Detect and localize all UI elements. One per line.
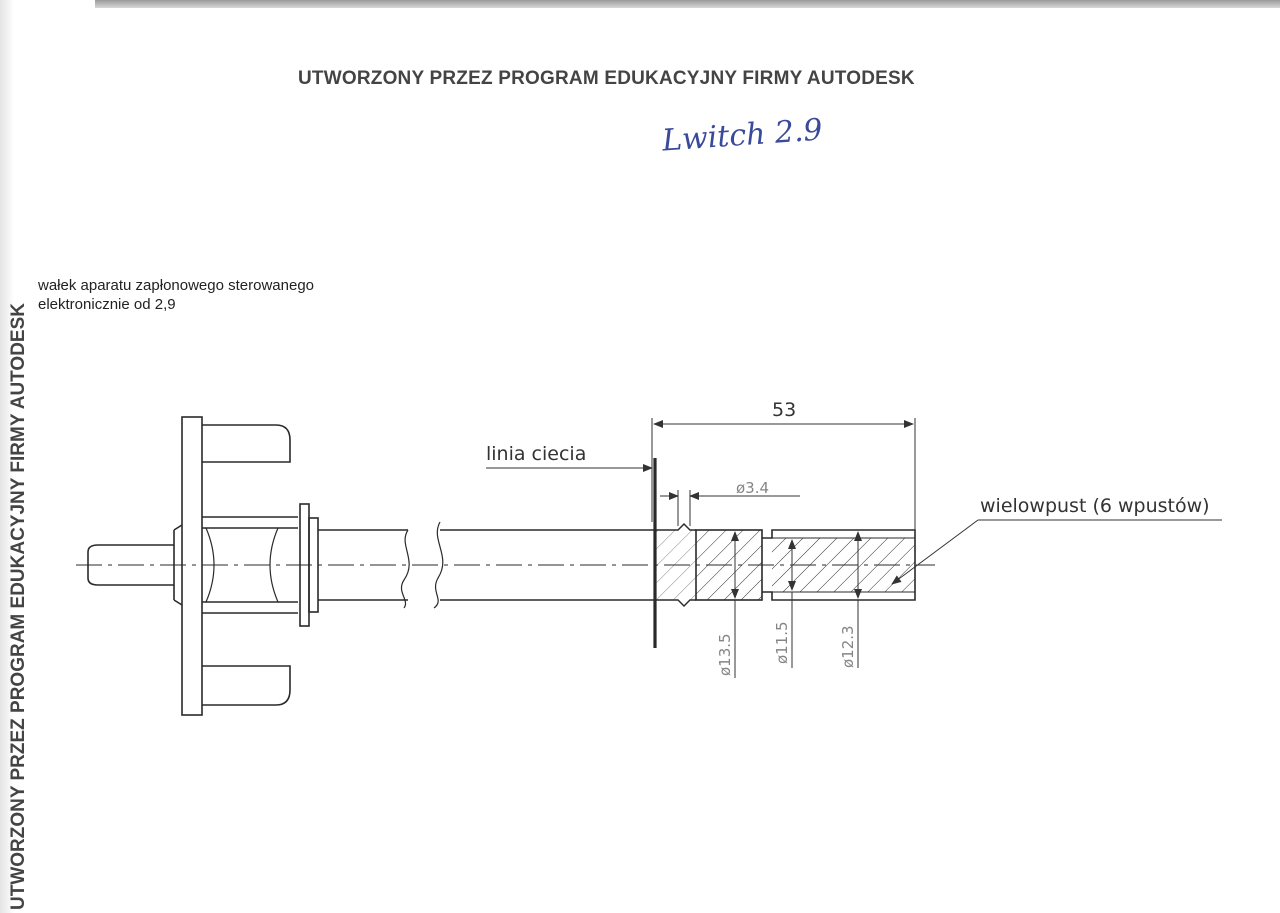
hub-inner-curve <box>205 527 279 603</box>
spline-major-body <box>695 529 763 601</box>
break-line-1 <box>400 529 410 609</box>
dia-spline-text: ø12.3 <box>839 625 857 668</box>
spline-leader <box>891 519 979 585</box>
dim-53-text: 53 <box>772 399 796 421</box>
shaft-stub <box>87 544 174 586</box>
scan-shadow-top <box>95 0 1280 8</box>
dia-minor-text: ø11.5 <box>773 621 791 664</box>
hub-body <box>173 524 183 606</box>
washer-inner <box>308 517 319 613</box>
caption-line-1: wałek aparatu zapłonowego sterowanego <box>38 277 315 294</box>
lower-lug <box>202 665 291 706</box>
caption-line-2: elektronicznie od 2,9 <box>38 296 176 313</box>
cut-line-label: linia ciecia <box>486 443 586 465</box>
groove-body <box>655 530 696 600</box>
break-line-2 <box>433 521 444 609</box>
scan-shadow-left <box>0 0 14 913</box>
spline-label: wielowpust (6 wpustów) <box>980 495 1210 517</box>
part-caption: wałek aparatu zapłonowego sterowanego el… <box>38 276 314 314</box>
dia-major-text: ø13.5 <box>716 633 734 676</box>
spline-minor-body <box>772 538 915 592</box>
watermark-top: UTWORZONY PRZEZ PROGRAM EDUKACYJNY FIRMY… <box>298 68 915 89</box>
dia-groove-text: ø3.4 <box>736 479 769 497</box>
flange-plate <box>181 416 203 716</box>
upper-lug <box>202 424 291 463</box>
